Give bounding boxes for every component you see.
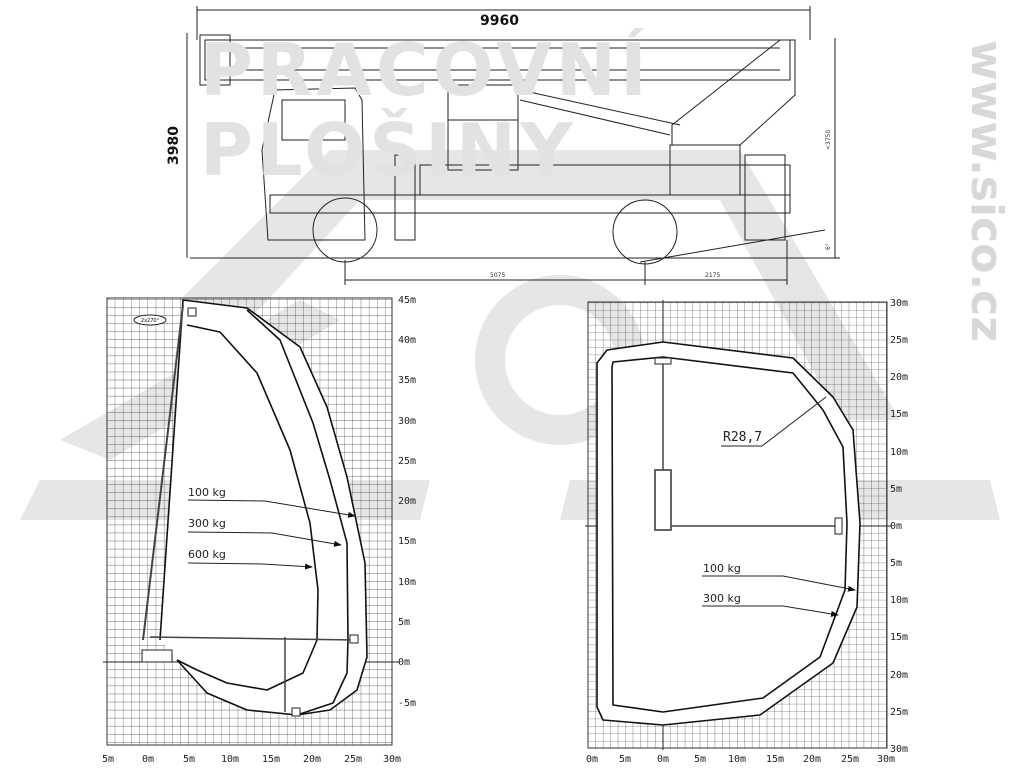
y-tick: 10m — [890, 595, 908, 606]
y-tick: 0m — [890, 521, 902, 532]
x-tick: 10m — [728, 754, 746, 765]
x-tick: 0m — [142, 754, 154, 765]
x-tick: 20m — [303, 754, 321, 765]
y-tick: 5m — [890, 484, 902, 495]
envelope-600kg — [176, 324, 319, 691]
y-tick: 10m — [890, 447, 908, 458]
y-tick: 5m — [890, 558, 902, 569]
truck-side-view: 9960 3980 <3750 5075 2175 6° — [166, 6, 840, 285]
x-axis-ticks: 5m 0m 5m 10m 15m 20m 25m 30m — [102, 754, 401, 765]
height-dimension: 3980 — [166, 126, 182, 165]
y-axis-ticks: 30m 25m 20m 15m 10m 5m 0m 5m 10m 15m 20m… — [890, 298, 908, 755]
x-tick: 5m — [694, 754, 706, 765]
wheelbase-dimension: 5075 — [490, 272, 505, 279]
y-tick: 30m — [890, 298, 908, 309]
envelope-300kg — [611, 356, 848, 713]
y-tick: 20m — [890, 670, 908, 681]
y-tick: 10m — [398, 577, 416, 588]
x-tick: 5m — [102, 754, 114, 765]
y-tick: 25m — [890, 707, 908, 718]
x-tick: 30m — [877, 754, 895, 765]
rotation-badge: 2x270° — [141, 318, 160, 324]
y-tick: 45m — [398, 295, 416, 306]
x-tick: 10m — [221, 754, 239, 765]
rear-overhang-dimension: 2175 — [705, 272, 720, 279]
y-tick: 20m — [890, 372, 908, 383]
y-tick: 30m — [398, 416, 416, 427]
x-axis-ticks: 0m 5m 0m 5m 10m 15m 20m 25m 30m — [586, 754, 895, 765]
x-tick: 5m — [619, 754, 631, 765]
boom-horizontal — [149, 636, 356, 641]
envelope-300kg — [246, 309, 349, 716]
load-label: 300 kg — [703, 592, 741, 605]
radius-label: R28,7 — [723, 430, 762, 445]
y-tick: 25m — [890, 335, 908, 346]
x-tick: 25m — [841, 754, 859, 765]
length-dimension: 9960 — [480, 13, 519, 29]
y-tick: 40m — [398, 335, 416, 346]
height-outreach-chart: 2x270° 100 kg 300 kg 600 kg 5m 0m 5m 10m… — [102, 295, 416, 765]
load-label: 100 kg — [188, 486, 226, 499]
boom-vertical — [142, 304, 184, 641]
x-tick: 15m — [766, 754, 784, 765]
load-label: 600 kg — [188, 548, 226, 561]
y-tick: 20m — [398, 496, 416, 507]
platform-height-note: <3750 — [825, 130, 832, 150]
envelope-100kg — [596, 341, 861, 726]
x-tick: 0m — [586, 754, 598, 765]
y-axis-ticks: 45m 40m 35m 30m 25m 20m 15m 10m 5m 0m -5… — [398, 295, 416, 709]
load-label: 300 kg — [188, 517, 226, 530]
y-tick: 35m — [398, 375, 416, 386]
envelope-100kg — [159, 299, 368, 716]
x-tick: 25m — [344, 754, 362, 765]
x-tick: 0m — [657, 754, 669, 765]
x-tick: 15m — [262, 754, 280, 765]
x-tick: 5m — [183, 754, 195, 765]
y-tick: 25m — [398, 456, 416, 467]
y-tick: 15m — [890, 409, 908, 420]
y-tick: 30m — [890, 744, 908, 755]
y-tick: 15m — [890, 632, 908, 643]
y-tick: -5m — [398, 698, 416, 709]
y-tick: 5m — [398, 617, 410, 628]
y-tick: 0m — [398, 657, 410, 668]
x-tick: 30m — [383, 754, 401, 765]
slope-note: 6° — [825, 243, 832, 250]
load-label: 100 kg — [703, 562, 741, 575]
y-tick: 15m — [398, 536, 416, 547]
x-tick: 20m — [803, 754, 821, 765]
plan-view-chart: R28,7 100 kg 300 kg 0m 5m 0m 5m 10m 15m … — [585, 298, 908, 765]
